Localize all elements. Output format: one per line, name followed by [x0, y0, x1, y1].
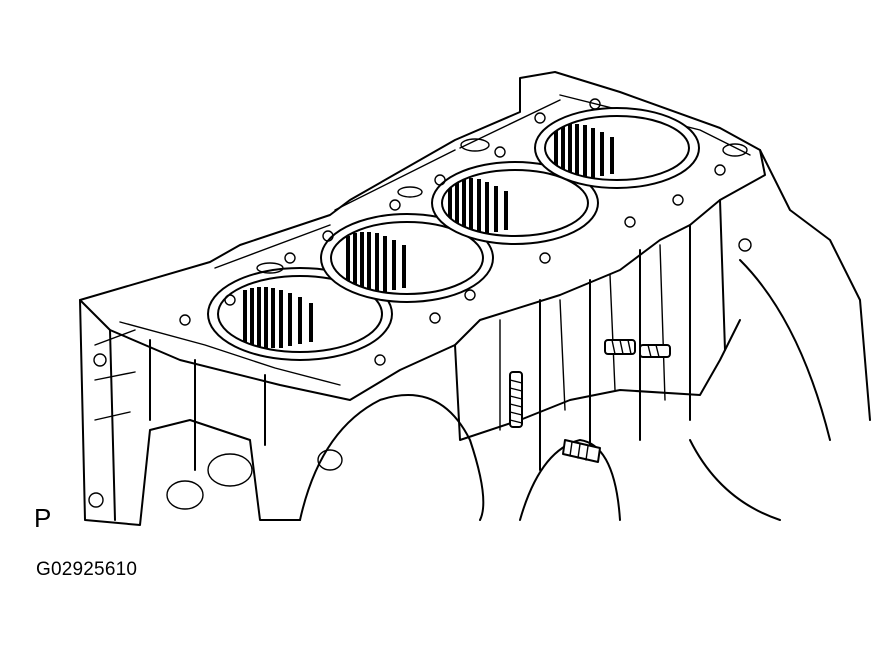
- cylinder-bore-1: [207, 267, 393, 361]
- block-front-wall: [79, 299, 301, 526]
- cylinder-block-illustration: [79, 71, 871, 526]
- figure-code: G02925610: [36, 559, 138, 580]
- cylinder-bore-2: [320, 213, 494, 303]
- deck-holes: [179, 98, 748, 366]
- cylinder-bore-4: [534, 107, 700, 189]
- stud-bolt: [509, 339, 671, 463]
- view-letter-label: P: [34, 503, 52, 533]
- cylinder-bore-3: [431, 161, 599, 245]
